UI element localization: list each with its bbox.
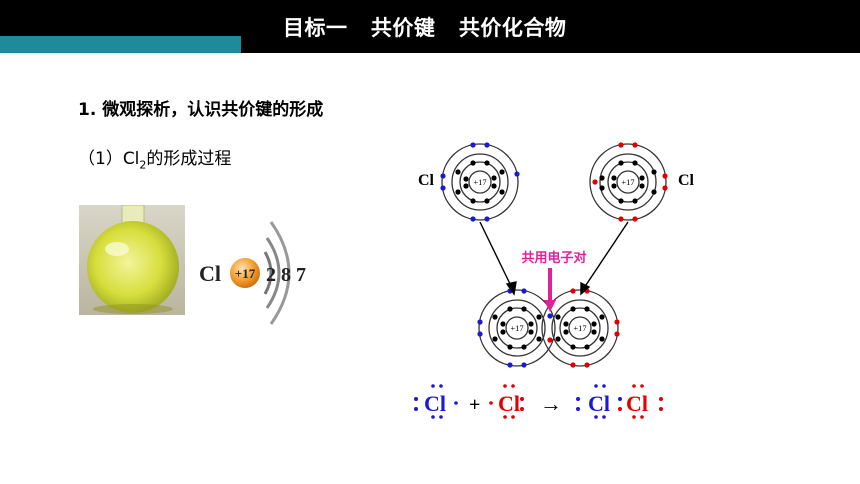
cl2-bond-formation-diagram: +17 +17 +17 +17 Cl Cl xyxy=(418,142,695,368)
molecule-right-shell xyxy=(559,307,601,349)
molecule-left-nucleus-charge: +17 xyxy=(510,323,523,333)
molecule-right-shell xyxy=(541,289,619,367)
arrowhead-left xyxy=(505,281,517,296)
atom-left-shell xyxy=(459,161,501,203)
atom-right-shell xyxy=(599,153,657,211)
slide-title: 目标一 共价键 共价化合物 xyxy=(283,16,567,40)
equation-term-1: Cl xyxy=(424,391,446,416)
atom-right-nucleus-ring xyxy=(616,170,640,194)
atom-left-symbol: Cl xyxy=(418,172,435,189)
equation-term-2: Cl xyxy=(498,391,520,416)
molecule-right-shell xyxy=(551,299,609,357)
atom-nucleus-charge: +17 xyxy=(235,266,256,281)
atom-symbol: Cl xyxy=(199,261,221,286)
atom-left-shell xyxy=(451,153,509,211)
electron-dot-equation: Cl + Cl → Cl Cl xyxy=(414,384,663,419)
shell-count-2: 8 xyxy=(281,264,291,286)
atom-left-nucleus-charge: +17 xyxy=(473,177,486,187)
electron-shell-arc xyxy=(269,221,291,325)
shared-pair-label: 共用电子对 xyxy=(521,250,586,266)
molecule-left-shell xyxy=(478,289,556,367)
chlorine-flask-photo xyxy=(79,205,185,315)
equation-plus: + xyxy=(469,394,480,416)
molecule-right-nucleus-charge: +17 xyxy=(573,323,586,333)
atom-nucleus xyxy=(230,258,260,288)
atom-left-shell xyxy=(441,143,519,221)
product-term-1: Cl xyxy=(588,391,610,416)
molecule-left-nucleus-ring xyxy=(505,316,529,340)
arrowhead-right xyxy=(580,281,591,296)
electron-shell-arc xyxy=(265,237,281,309)
sub-heading: （1）Cl2的形成过程 xyxy=(78,144,231,171)
molecule-left-shell xyxy=(496,307,538,349)
equation-arrow: → xyxy=(540,391,562,416)
molecule-left-shell xyxy=(488,299,546,357)
shared-pair-pointer-head xyxy=(544,300,556,312)
atom-right-nucleus-charge: +17 xyxy=(621,177,634,187)
title-accent-stripe xyxy=(0,36,241,53)
molecule-right-nucleus-ring xyxy=(568,316,592,340)
atom-right-symbol: Cl xyxy=(678,172,695,189)
shell-count-1: 2 xyxy=(266,264,276,286)
product-term-2: Cl xyxy=(626,391,648,416)
atom-left-nucleus-ring xyxy=(468,170,492,194)
shell-count-3: 7 xyxy=(296,264,306,286)
electron-dots xyxy=(440,142,668,368)
section-heading: 1. 微观探析，认识共价键的形成 xyxy=(78,100,324,120)
electron-shell-arc xyxy=(263,251,273,295)
sub-heading-subscript: 2 xyxy=(139,158,147,172)
sub-heading-prefix: （1）Cl xyxy=(78,149,140,169)
sub-heading-suffix: 的形成过程 xyxy=(146,149,232,169)
atom-right-shell xyxy=(589,143,667,221)
atom-right-shell xyxy=(607,161,649,203)
arrow-left-to-molecule xyxy=(479,221,513,289)
cl-atom-structure-diagram: Cl +17 2 8 7 xyxy=(199,221,306,325)
arrow-right-to-molecule xyxy=(583,221,629,289)
